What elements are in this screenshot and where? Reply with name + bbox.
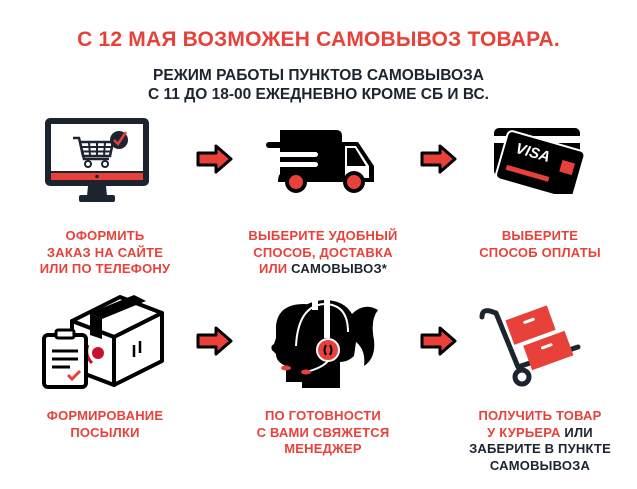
support-headset-icon <box>266 296 384 392</box>
label-line: ПОСЫЛКИ <box>70 424 140 440</box>
label-text: У КУРЬЕРА <box>487 424 561 440</box>
credit-card-icon: VISA <box>490 126 586 194</box>
label-line: ПОЛУЧИТЬ ТОВАР <box>478 408 602 423</box>
label-line: ВЫБЕРИТЕ <box>501 228 579 243</box>
page-title: С 12 МАЯ ВОЗМОЖЕН САМОВЫВОЗ ТОВАРА. <box>77 28 560 51</box>
step-receive-label: ПОЛУЧИТЬ ТОВАР У КУРЬЕРА ИЛИ ЗАБЕРИТЕ В … <box>450 408 630 474</box>
label-line: ЗАКАЗ НА САЙТЕ <box>46 244 164 260</box>
schedule-line-1: РЕЖИМ РАБОТЫ ПУНКТОВ САМОВЫВОЗА <box>153 67 484 84</box>
label-line: ЗАБЕРИТЕ В ПУНКТЕ <box>469 441 611 456</box>
step-payment-label: ВЫБЕРИТЕ СПОСОБ ОПЛАТЫ <box>460 228 620 261</box>
label-line: САМОВЫВОЗА <box>489 457 591 473</box>
label-text: ИЛИ <box>258 261 288 276</box>
package-checklist-icon <box>38 293 166 393</box>
label-line: ИЛИ ПО ТЕЛЕФОНУ <box>39 261 171 276</box>
pickup-highlight: САМОВЫВОЗ* <box>291 261 388 276</box>
label-line: С ВАМИ СВЯЖЕТСЯ <box>256 424 390 440</box>
label-line: СПОСОБ, ДОСТАВКА <box>253 244 393 260</box>
label-line: СПОСОБ ОПЛАТЫ <box>479 244 601 260</box>
label-line: ВЫБЕРИТЕ УДОБНЫЙ <box>248 228 398 243</box>
step-manager-label: ПО ГОТОВНОСТИ С ВАМИ СВЯЖЕТСЯ МЕНЕДЖЕР <box>233 408 413 458</box>
step-packing-label: ФОРМИРОВАНИЕ ПОСЫЛКИ <box>20 408 190 441</box>
label-text: ИЛИ <box>564 424 593 440</box>
label-line: МЕНЕДЖЕР <box>284 441 362 456</box>
arrow-right-icon <box>196 326 234 356</box>
arrow-right-icon <box>420 326 458 356</box>
schedule-line-2: С 11 ДО 18-00 ЕЖЕДНЕВНО КРОМЕ СБ И ВС. <box>148 86 489 103</box>
label-line: ОФОРМИТЬ <box>65 228 145 243</box>
label-line: ПО ГОТОВНОСТИ <box>265 408 381 423</box>
computer-cart-icon <box>43 116 151 204</box>
delivery-truck-icon <box>266 126 378 198</box>
arrow-right-icon <box>196 144 234 174</box>
step-delivery-label: ВЫБЕРИТЕ УДОБНЫЙ СПОСОБ, ДОСТАВКА ИЛИ СА… <box>233 228 413 278</box>
hand-truck-icon <box>478 299 588 387</box>
arrow-right-icon <box>420 144 458 174</box>
label-line: ФОРМИРОВАНИЕ <box>46 408 164 423</box>
step-order-label: ОФОРМИТЬ ЗАКАЗ НА САЙТЕ ИЛИ ПО ТЕЛЕФОНУ <box>20 228 190 278</box>
